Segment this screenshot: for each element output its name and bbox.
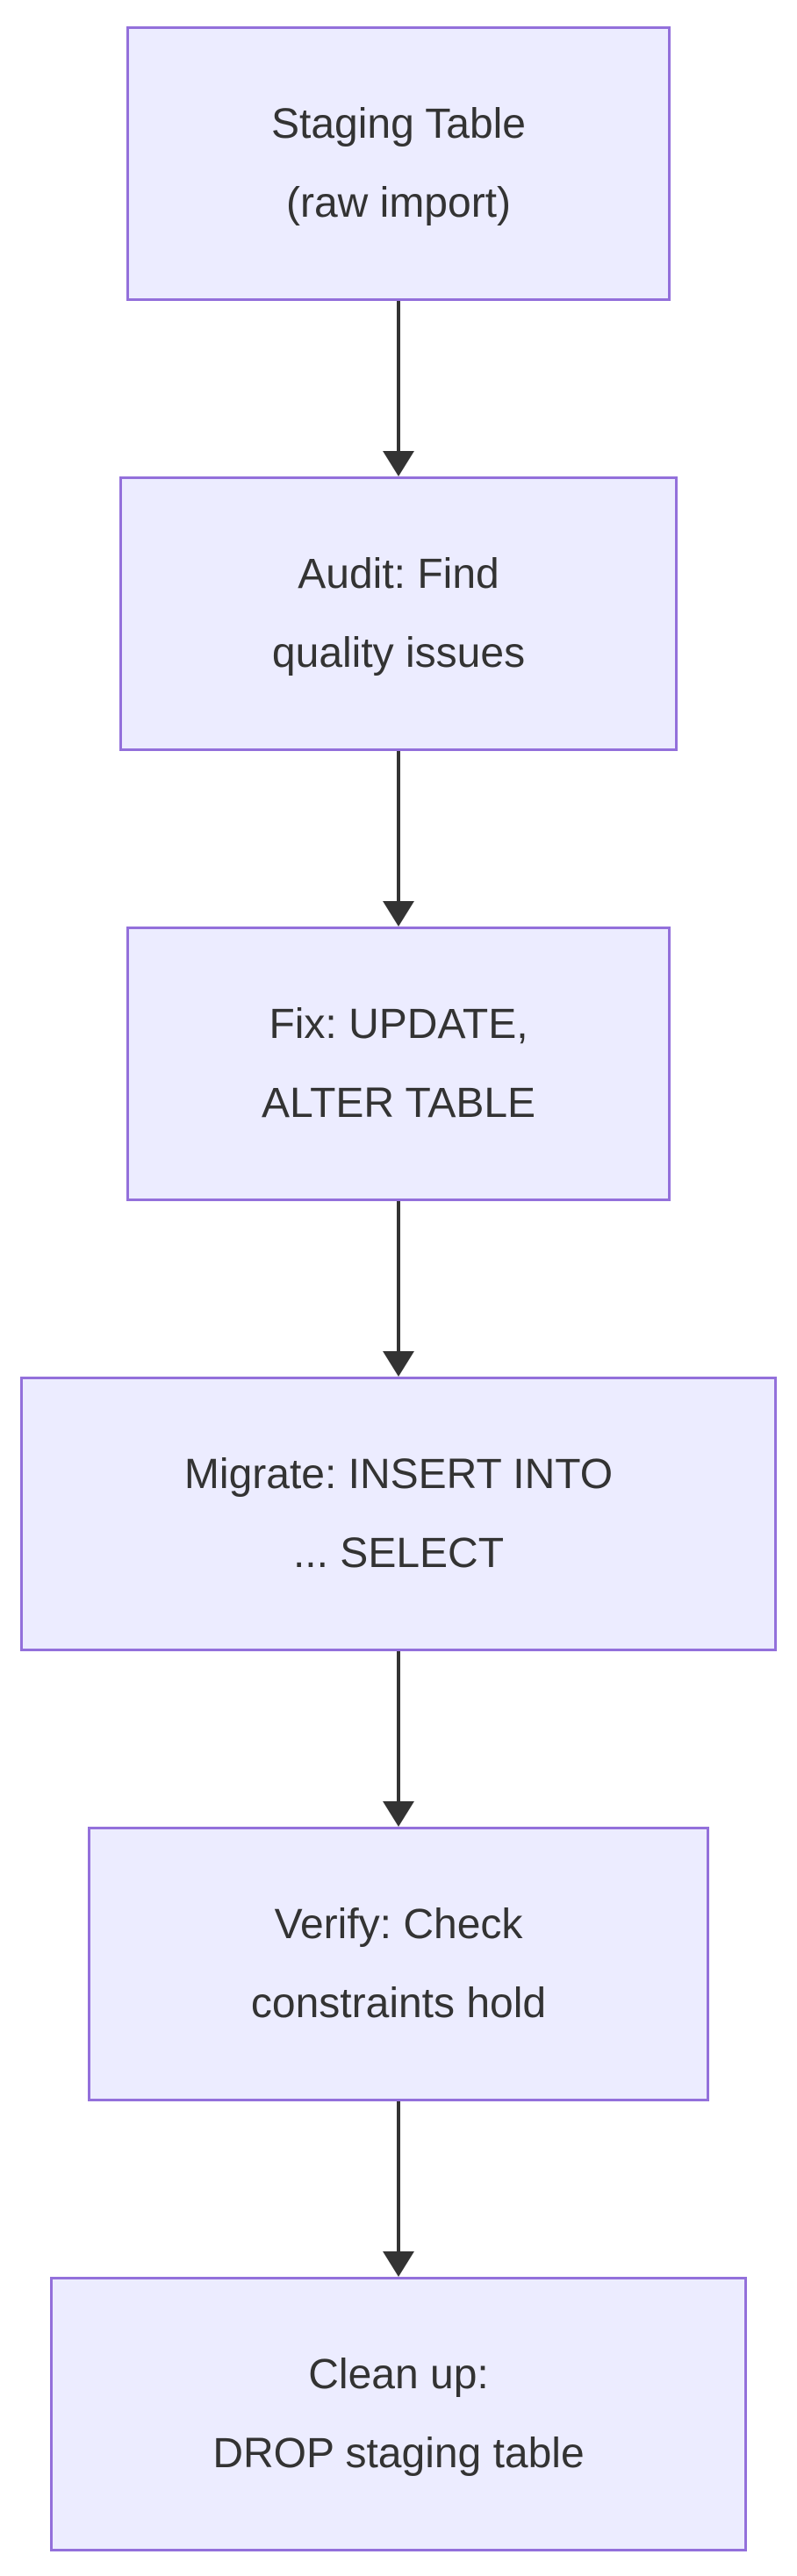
node-label-line: Verify: Check (274, 1900, 523, 1948)
edge-audit-to-fix (383, 751, 414, 927)
node-label-line: (raw import) (285, 179, 511, 226)
node-verify: Verify: Check constraints hold (88, 1827, 709, 2101)
node-label-line: quality issues (271, 629, 526, 676)
node-label-line: Staging Table (270, 100, 526, 147)
node-label-line: Clean up: (308, 2351, 489, 2398)
node-label-line: Migrate: INSERT INTO (183, 1450, 614, 1498)
edge-migrate-to-verify (383, 1651, 414, 1827)
arrow-shaft (397, 751, 400, 902)
node-label-line: Fix: UPDATE, (269, 1000, 528, 1048)
node-fix: Fix: UPDATE, ALTER TABLE (126, 927, 671, 1201)
arrow-down-icon (383, 1801, 414, 1827)
arrow-shaft (397, 1651, 400, 1802)
node-label-line: DROP staging table (212, 2429, 585, 2477)
node-staging-table: Staging Table (raw import) (126, 26, 671, 301)
arrow-shaft (397, 301, 400, 452)
arrow-down-icon (383, 2251, 414, 2277)
node-audit: Audit: Find quality issues (119, 476, 678, 751)
edge-fix-to-migrate (383, 1201, 414, 1377)
edge-verify-to-cleanup (383, 2101, 414, 2277)
node-label-line: Audit: Find (298, 550, 499, 597)
arrow-shaft (397, 1201, 400, 1352)
arrow-down-icon (383, 901, 414, 927)
node-label-line: ALTER TABLE (261, 1079, 536, 1127)
edge-staging-to-audit (383, 301, 414, 476)
node-cleanup: Clean up: DROP staging table (50, 2277, 747, 2551)
arrow-shaft (397, 2101, 400, 2252)
arrow-down-icon (383, 451, 414, 476)
arrow-down-icon (383, 1351, 414, 1377)
node-label-line: ... SELECT (292, 1529, 505, 1577)
node-migrate: Migrate: INSERT INTO ... SELECT (20, 1377, 777, 1651)
node-label-line: constraints hold (250, 1979, 547, 2027)
